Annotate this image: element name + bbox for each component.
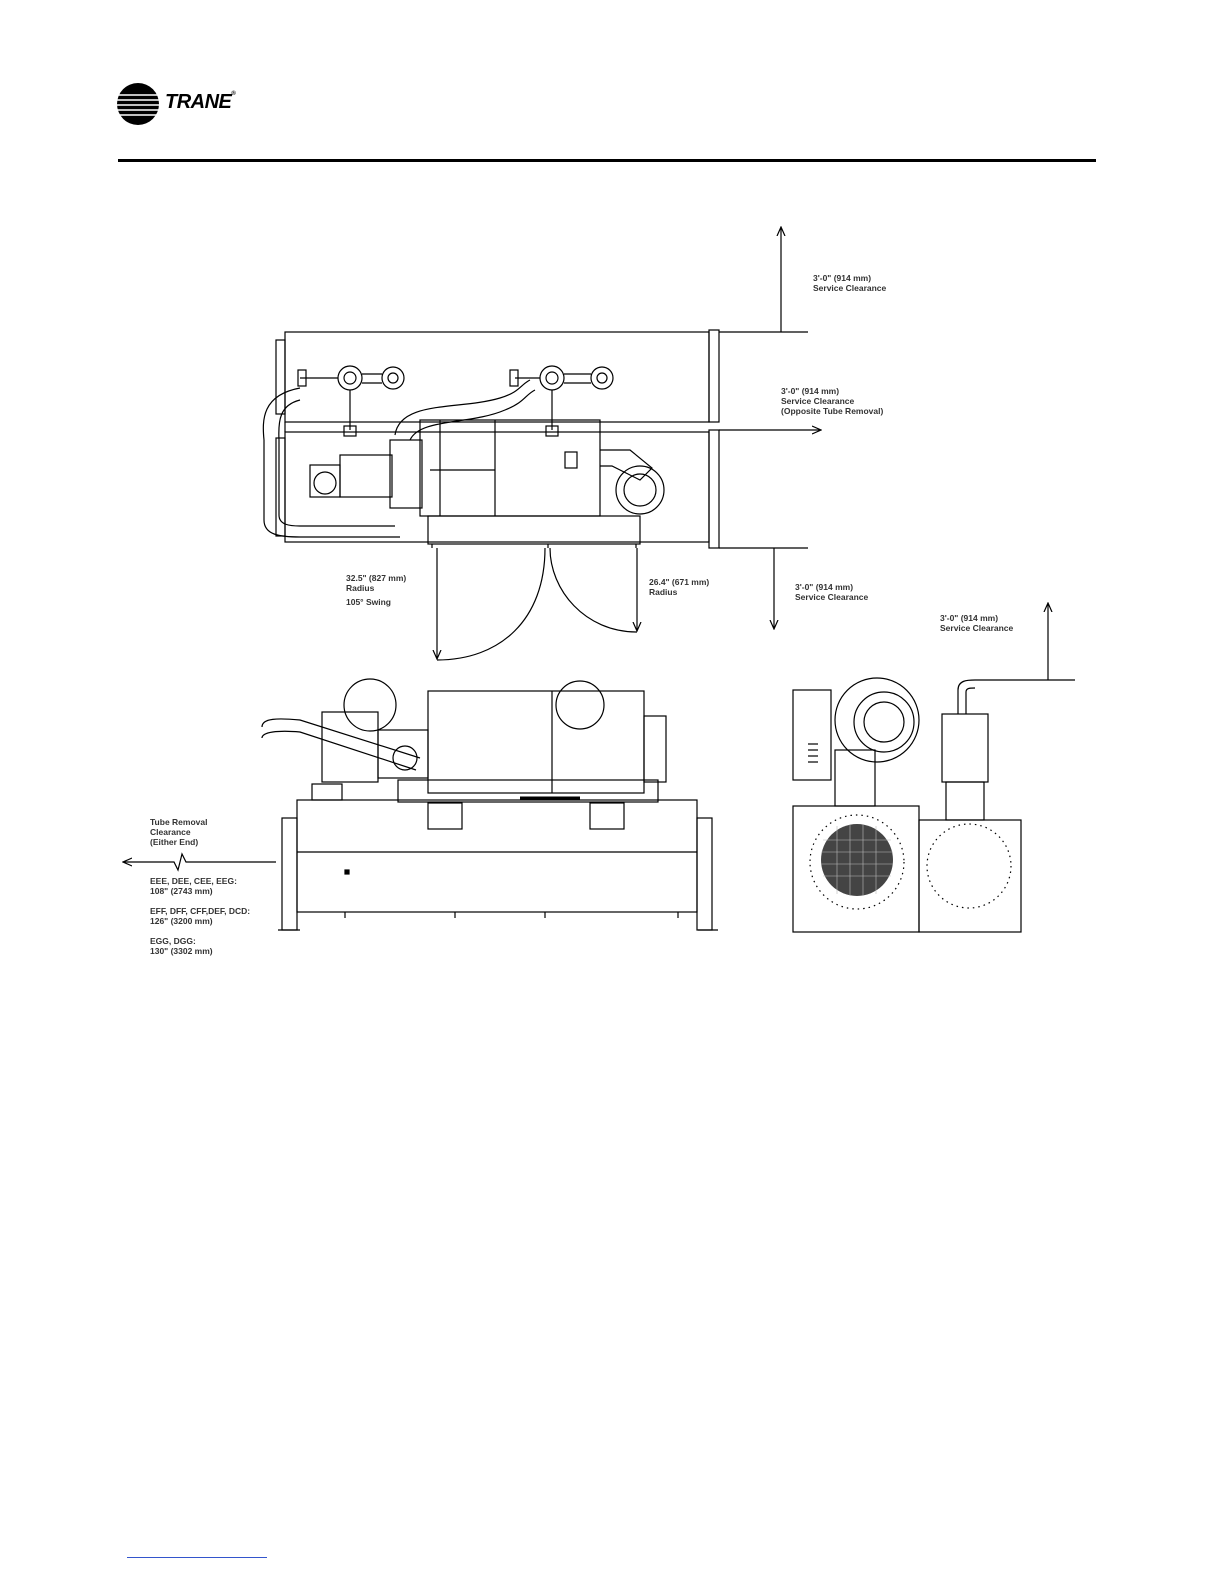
footer-link-underline [127,1557,267,1558]
clearance-right-label: 3'-0" (914 mm) Service Clearance (Opposi… [781,386,884,416]
tube-removal-group-2: EFF, DFF, CFF,DEF, DCD: 126" (3200 mm) [150,906,251,926]
door-swing-right-label: 26.4" (671 mm) Radius [649,577,710,597]
end-elevation [792,604,1075,933]
door-swing-left-label: 32.5" (827 mm) Radius 105° Swing [346,573,407,607]
trane-logo [117,83,160,125]
front-elevation [261,678,718,931]
water-box-connection-right [509,365,614,437]
clearance-bottom-label: 3'-0" (914 mm) Service Clearance [795,582,869,602]
clearance-top-arrow [719,228,808,333]
plan-view [262,329,720,549]
header-divider [118,159,1096,162]
panel-door-swing [437,547,637,661]
tube-removal-group-1: EEE, DEE, CEE, EEG: 108" (2743 mm) [150,876,237,896]
tube-removal-arrow [124,852,276,872]
water-box-connection-left [297,365,405,437]
brand-name: TRANE® [165,91,236,113]
tube-removal-label: Tube Removal Clearance (Either End) [150,817,208,847]
clearance-bottom-arrow [719,547,808,628]
tube-removal-group-3: EGG, DGG: 130" (3302 mm) [150,936,213,956]
compressor-motor [309,419,665,517]
clearance-end-view-label: 3'-0" (914 mm) Service Clearance [940,613,1014,633]
control-panel [427,690,645,800]
clearance-top-label: 3'-0" (914 mm) Service Clearance [813,273,887,293]
